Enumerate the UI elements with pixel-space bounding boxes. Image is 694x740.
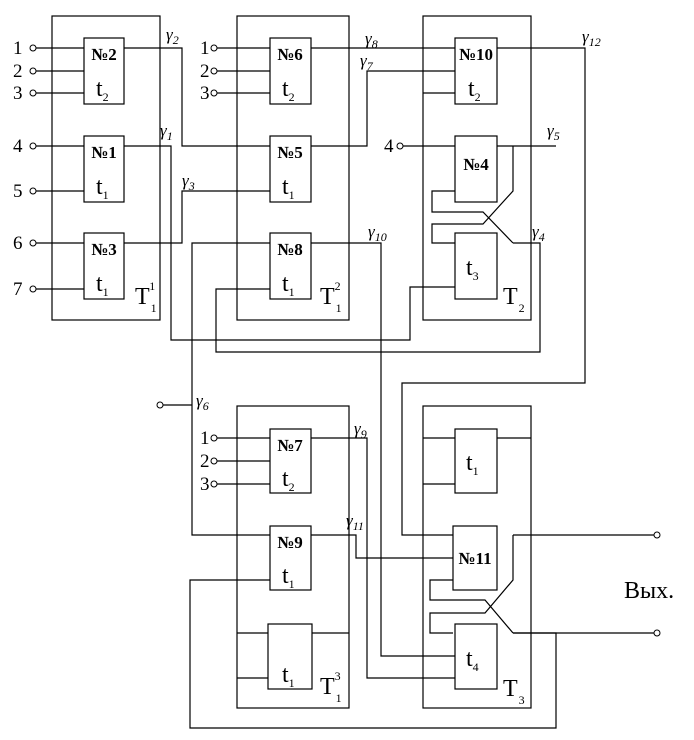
input-group-frame4: 1 2 3 — [200, 428, 218, 495]
block-5-time: t1 — [282, 174, 295, 202]
block-3-time: t1 — [96, 271, 109, 299]
block-3: №3 t1 — [83, 232, 125, 300]
gamma-1-label: γ1 — [160, 121, 173, 143]
input-group-frame3: 4 — [384, 136, 404, 157]
block-3-number: №3 — [91, 240, 117, 259]
frame-t2 — [422, 15, 532, 321]
block-6: №6 t2 — [269, 37, 312, 105]
gamma-9-label: γ9 — [354, 419, 367, 441]
signal-labels: γ2 γ1 γ3 γ8 γ7 γ12 γ5 γ4 γ10 γ6 γ9 γ11 — [160, 25, 601, 533]
gamma-2-label: γ2 — [166, 25, 179, 47]
output-label: Вых. — [624, 578, 674, 604]
block-t4-time: t4 — [466, 646, 479, 674]
block-11-number: №11 — [458, 549, 491, 568]
block-8-time: t1 — [282, 271, 295, 299]
input-label: 5 — [13, 181, 23, 202]
input-label: 2 — [13, 61, 23, 82]
block-7-time: t2 — [282, 466, 295, 494]
input-group-frame2: 1 2 3 — [200, 38, 218, 104]
input-label: 3 — [13, 83, 23, 104]
block-8: №8 t1 — [269, 232, 312, 300]
gamma-11-label: γ11 — [346, 511, 364, 533]
block-t1-top-time: t1 — [466, 450, 479, 478]
frame-t3-label: T3 — [503, 676, 525, 707]
block-10-time: t2 — [468, 76, 481, 104]
block-9-number: №9 — [277, 533, 303, 552]
input-label: 2 — [200, 61, 210, 82]
input-label: 4 — [13, 136, 23, 157]
block-t1-bottom: t1 — [267, 623, 313, 690]
block-10-number: №10 — [459, 45, 493, 64]
block-1-number: №1 — [91, 143, 117, 162]
block-7-number: №7 — [277, 436, 303, 455]
gamma-7-label: γ7 — [360, 51, 374, 73]
block-1: №1 t1 — [83, 135, 125, 203]
block-10: №10 t2 — [454, 37, 498, 105]
block-t1-bottom-time: t1 — [282, 662, 295, 690]
input-label: 1 — [200, 38, 210, 59]
block-5: №5 t1 — [269, 135, 312, 203]
block-t1-top: t1 — [454, 428, 498, 494]
input-label: 1 — [13, 38, 23, 59]
frame-t1-2 — [236, 15, 350, 321]
frame-t2-label: T2 — [503, 284, 525, 315]
block-2: №2 t2 — [83, 37, 125, 105]
frame-t1-3 — [236, 405, 350, 709]
block-8-number: №8 — [277, 240, 303, 259]
gamma-12-label: γ12 — [582, 27, 601, 49]
block-2-time: t2 — [96, 76, 109, 104]
frame-t1-1-label: T11 — [135, 279, 157, 315]
block-t3: t3 — [454, 232, 498, 300]
frame-t3 — [422, 405, 532, 709]
block-11: №11 — [452, 525, 498, 591]
gamma-3-label: γ3 — [182, 171, 195, 193]
gamma-10-label: γ10 — [368, 222, 387, 244]
block-6-number: №6 — [277, 45, 303, 64]
block-4-number: №4 — [463, 155, 489, 174]
block-9: №9 t1 — [269, 525, 312, 591]
input-label: 3 — [200, 474, 210, 495]
gamma6-terminal — [156, 401, 164, 409]
block-2-number: №2 — [91, 45, 117, 64]
gamma-6-label: γ6 — [196, 391, 209, 413]
input-label: 4 — [384, 136, 394, 157]
block-4: №4 — [454, 135, 498, 203]
output-terminal-upper — [653, 531, 661, 539]
input-label: 1 — [200, 428, 210, 449]
input-label: 6 — [13, 233, 23, 254]
wires — [36, 47, 655, 729]
frame-t1-2-label: T12 — [320, 279, 342, 315]
input-label: 2 — [200, 451, 210, 472]
block-1-time: t1 — [96, 174, 109, 202]
block-t3-time: t3 — [466, 255, 479, 283]
block-7: №7 t2 — [269, 428, 312, 494]
block-5-number: №5 — [277, 143, 303, 162]
block-t4: t4 — [454, 623, 498, 690]
gamma-5-label: γ5 — [547, 121, 560, 143]
frame-t1-3-label: T13 — [320, 669, 342, 705]
input-label: 7 — [13, 279, 23, 300]
gamma-4-label: γ4 — [532, 222, 545, 244]
frame-t1-1 — [51, 15, 161, 321]
input-group-frame1: 1 2 3 4 5 6 7 — [13, 38, 37, 300]
output-terminal-lower — [653, 629, 661, 637]
gamma-8-label: γ8 — [365, 29, 378, 51]
block-6-time: t2 — [282, 76, 295, 104]
input-label: 3 — [200, 83, 210, 104]
block-9-time: t1 — [282, 563, 295, 591]
